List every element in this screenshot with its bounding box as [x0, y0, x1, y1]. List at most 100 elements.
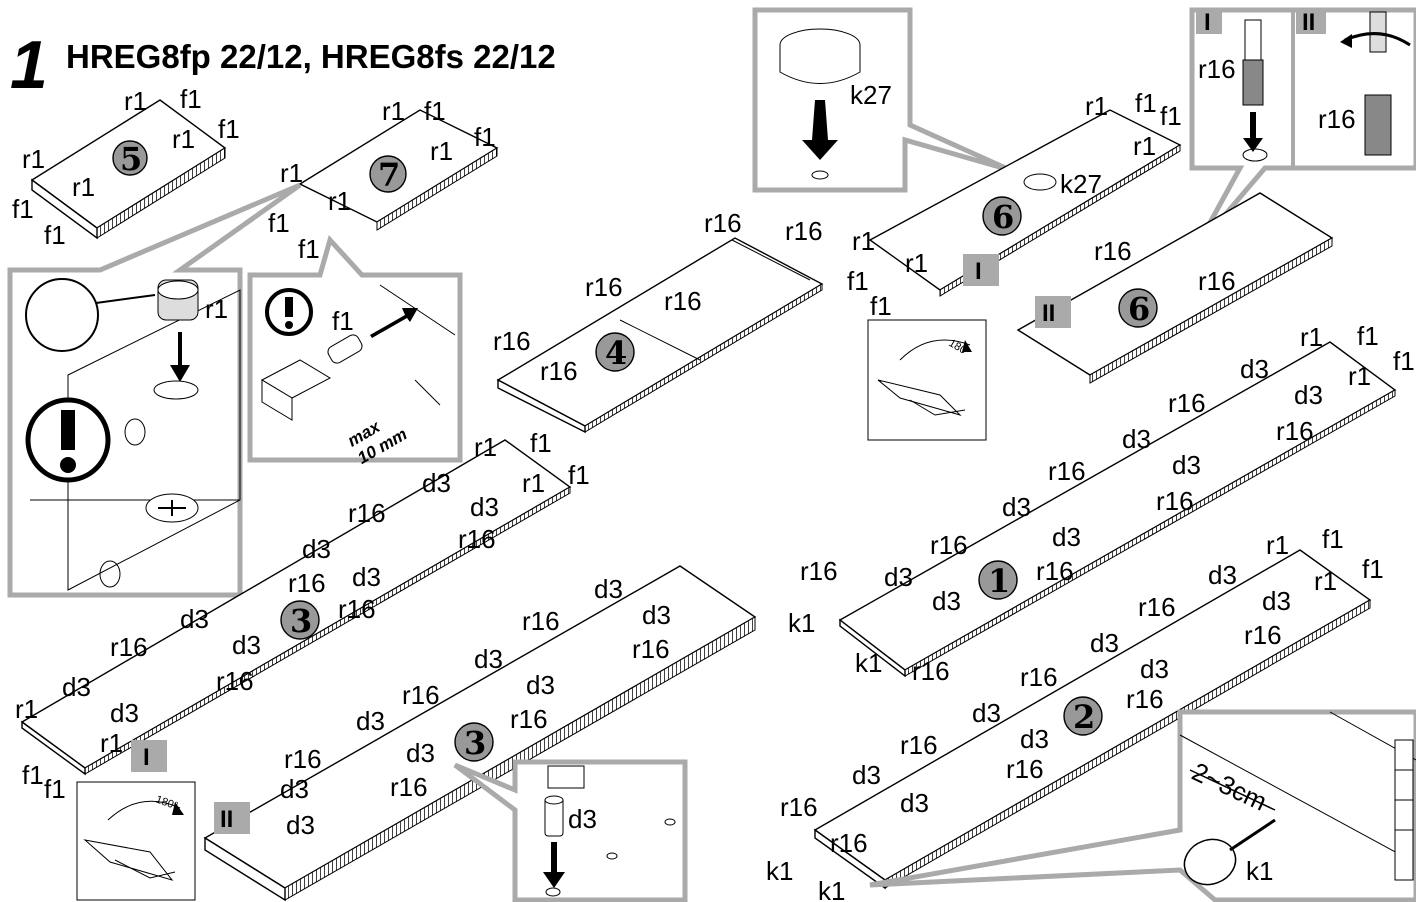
- badge-ii-label: II: [1042, 300, 1055, 327]
- badge-i-label: I: [143, 744, 150, 771]
- label-f1: f1: [1322, 524, 1344, 554]
- label-f1: f1: [424, 96, 446, 126]
- label-r16: r16: [1138, 592, 1176, 622]
- label-r16: r16: [1048, 456, 1086, 486]
- label-f1: f1: [44, 774, 66, 804]
- arrow-down-icon: [170, 332, 190, 382]
- label-k27: k27: [850, 80, 892, 110]
- label-k1: k1: [818, 876, 845, 902]
- board-4: 4: [496, 237, 824, 434]
- label-d3: d3: [232, 630, 261, 660]
- label-k27: k27: [1060, 169, 1102, 199]
- label-r16: r16: [785, 216, 823, 246]
- page-title: HREG8fp 22/12, HREG8fs 22/12: [66, 38, 556, 75]
- label-r1: r1: [1133, 131, 1156, 161]
- label-r16: r16: [585, 272, 623, 302]
- label-r16: r16: [1156, 486, 1194, 516]
- label-r1: r1: [1314, 566, 1337, 596]
- label-f1: f1: [1160, 101, 1182, 131]
- label-f1: f1: [1357, 321, 1379, 351]
- badge-ii-label: II: [220, 806, 233, 833]
- panel-label-1: 1: [988, 562, 1010, 600]
- badge-i-label: I: [1204, 9, 1211, 36]
- label-f1: f1: [568, 460, 590, 490]
- label-r16: r16: [1198, 54, 1236, 84]
- label-r1: r1: [100, 728, 123, 758]
- rotate-arrow-icon: [1340, 34, 1352, 48]
- badge-i: [131, 740, 167, 772]
- label-r16: r16: [348, 498, 386, 528]
- label-r1: r1: [905, 248, 928, 278]
- label-d3: d3: [1208, 560, 1237, 590]
- panel-circle: [982, 196, 1022, 236]
- badge-i: [1196, 12, 1222, 34]
- label-r1: r1: [124, 86, 147, 116]
- panel-circle: [369, 155, 407, 193]
- label-r1: r1: [1266, 530, 1289, 560]
- panel-circle: [978, 560, 1018, 600]
- label-r16: r16: [900, 730, 938, 760]
- panel-circle: [1063, 696, 1103, 736]
- label-k1: k1: [766, 856, 793, 886]
- label-f1: f1: [268, 208, 290, 238]
- badge-i-label: I: [975, 258, 982, 285]
- label-r16: r16: [632, 634, 670, 664]
- label-d3: d3: [1090, 628, 1119, 658]
- label-d3: d3: [852, 760, 881, 790]
- label-d3: d3: [110, 698, 139, 728]
- label-f1: f1: [1135, 88, 1157, 118]
- label-r16: r16: [1168, 388, 1206, 418]
- label-r16: r16: [912, 656, 950, 686]
- panel-circle: [595, 332, 635, 372]
- label-d3: d3: [62, 672, 91, 702]
- board-3-ii: 3: [203, 565, 757, 902]
- label-r1: r1: [205, 294, 228, 324]
- panel-circle: [112, 140, 148, 176]
- label-f1: f1: [44, 220, 66, 250]
- callout-r16-detail: I II: [1189, 7, 1416, 252]
- label-d3: d3: [280, 774, 309, 804]
- label-r1: r1: [522, 468, 545, 498]
- label-r16: r16: [338, 594, 376, 624]
- label-r16: r16: [522, 606, 560, 636]
- label-r1: r1: [1348, 361, 1371, 391]
- callout-d3-detail: [453, 759, 688, 902]
- label-d3: d3: [470, 492, 499, 522]
- badge-ii: [1296, 12, 1326, 34]
- label-f1: f1: [1362, 554, 1384, 584]
- board-6-ii: 6: [1016, 192, 1334, 384]
- label-r1: r1: [474, 432, 497, 462]
- label-d3: d3: [1052, 522, 1081, 552]
- label-k1: k1: [855, 648, 882, 678]
- panel-label-3: 3: [464, 724, 486, 762]
- label-r16: r16: [216, 666, 254, 696]
- board-3-i: 3: [20, 439, 572, 776]
- callout-r1-detail: [7, 182, 302, 598]
- label-d3: d3: [352, 562, 381, 592]
- label-r16: r16: [800, 556, 838, 586]
- label-r16: r16: [1006, 754, 1044, 784]
- label-r16: r16: [1094, 236, 1132, 266]
- label-f1: f1: [218, 114, 240, 144]
- panel-label-3: 3: [290, 602, 312, 640]
- board-6-i: 6: [868, 109, 1182, 297]
- label-d3: d3: [1020, 724, 1049, 754]
- rotate-diagram-left: [76, 781, 196, 901]
- label-d3: d3: [474, 644, 503, 674]
- label-d3: d3: [1002, 492, 1031, 522]
- panel-label-6: 6: [992, 198, 1014, 236]
- label-r16: r16: [1020, 662, 1058, 692]
- label-f1: f1: [332, 306, 354, 336]
- arrow-down-icon: [1243, 112, 1263, 152]
- board-2: 2: [813, 549, 1372, 890]
- label-r16: r16: [110, 632, 148, 662]
- label-f1: f1: [530, 428, 552, 458]
- label-k1: k1: [1246, 856, 1273, 886]
- label-r1: r1: [280, 158, 303, 188]
- label-r1: r1: [1300, 322, 1323, 352]
- label-r16: r16: [510, 704, 548, 734]
- step-number: 1: [10, 27, 48, 103]
- label-f1: f1: [474, 122, 496, 152]
- label-r1: r1: [328, 186, 351, 216]
